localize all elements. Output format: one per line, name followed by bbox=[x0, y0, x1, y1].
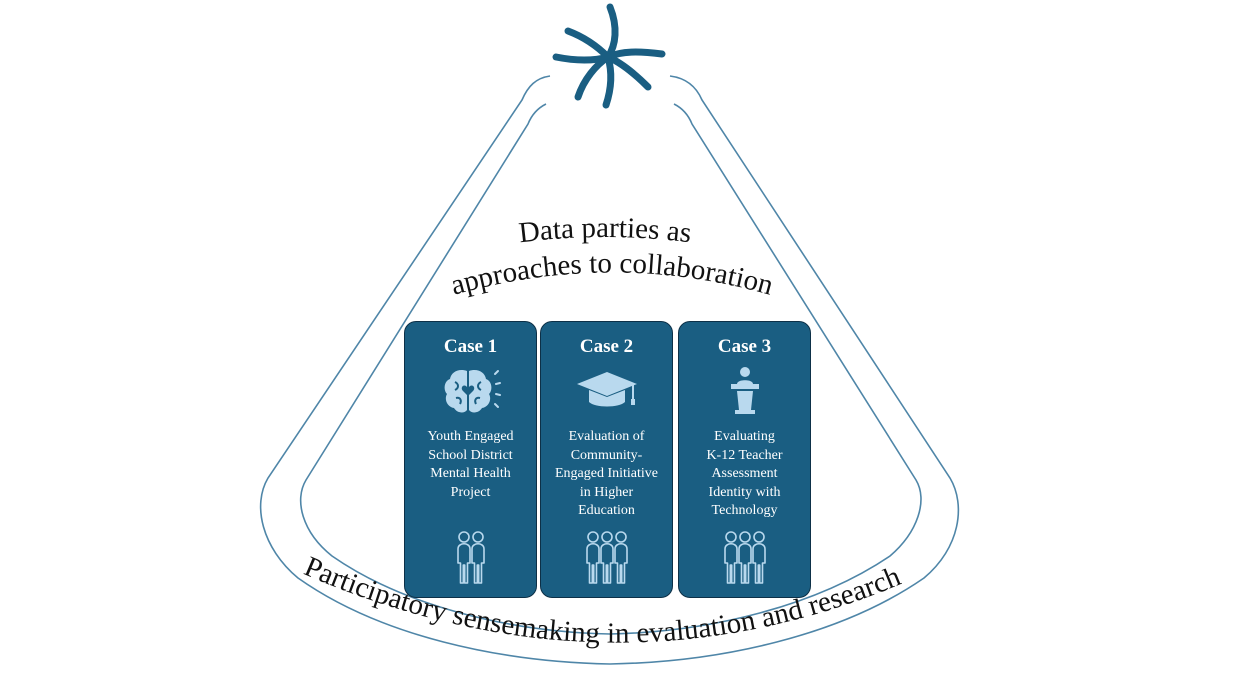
person-icon bbox=[737, 531, 752, 584]
person-icon bbox=[585, 531, 600, 584]
desc-line: K-12 Teacher bbox=[706, 447, 783, 463]
graduation-cap-icon bbox=[541, 366, 672, 416]
desc-line: School District bbox=[428, 447, 513, 463]
person-icon bbox=[751, 531, 766, 584]
desc-line: Technology bbox=[711, 503, 778, 518]
person-icon bbox=[723, 531, 738, 584]
desc-line: Evaluation of bbox=[568, 429, 645, 444]
inner-outline bbox=[299, 103, 922, 635]
case-card-3: Case 3 Evaluating K-12 Teacher Assessmen… bbox=[678, 321, 811, 598]
case-description: Evaluation of Community- Engaged Initiat… bbox=[547, 428, 666, 521]
desc-line: Education bbox=[578, 503, 635, 518]
desc-line: Community- bbox=[570, 447, 643, 463]
person-icon bbox=[470, 531, 485, 584]
people-icon bbox=[405, 530, 536, 586]
desc-line: Assessment bbox=[711, 466, 778, 481]
people-icon bbox=[679, 530, 810, 586]
desc-line: Youth Engaged bbox=[427, 429, 514, 444]
spark-icon bbox=[552, 3, 666, 109]
case-title: Case 2 bbox=[579, 336, 634, 357]
desc-line: Engaged Initiative bbox=[554, 466, 659, 481]
desc-line: Project bbox=[450, 484, 491, 500]
person-icon bbox=[599, 531, 614, 584]
case-card-2: Case 2 Evaluation of Community- Engaged … bbox=[540, 321, 673, 598]
person-icon bbox=[613, 531, 628, 584]
title-line-2: approaches to collaboration bbox=[447, 247, 777, 301]
case-title: Case 3 bbox=[717, 336, 772, 357]
desc-line: Mental Health bbox=[430, 466, 511, 481]
desc-line: in Higher bbox=[579, 484, 634, 500]
brain-heart-icon bbox=[405, 366, 536, 416]
case-title: Case 1 bbox=[443, 336, 498, 357]
people-icon bbox=[541, 530, 672, 586]
case-description: Youth Engaged School District Mental Hea… bbox=[411, 428, 530, 502]
case-description: Evaluating K-12 Teacher Assessment Ident… bbox=[685, 428, 804, 521]
speaker-podium-icon bbox=[679, 366, 810, 416]
case-card-1: Case 1 Youth Engaged School District Men… bbox=[404, 321, 537, 598]
desc-line: Evaluating bbox=[714, 429, 775, 444]
outer-outline bbox=[259, 75, 960, 665]
title-line-1: Data parties as bbox=[517, 212, 693, 249]
person-icon bbox=[456, 531, 471, 584]
desc-line: Identity with bbox=[708, 484, 781, 500]
